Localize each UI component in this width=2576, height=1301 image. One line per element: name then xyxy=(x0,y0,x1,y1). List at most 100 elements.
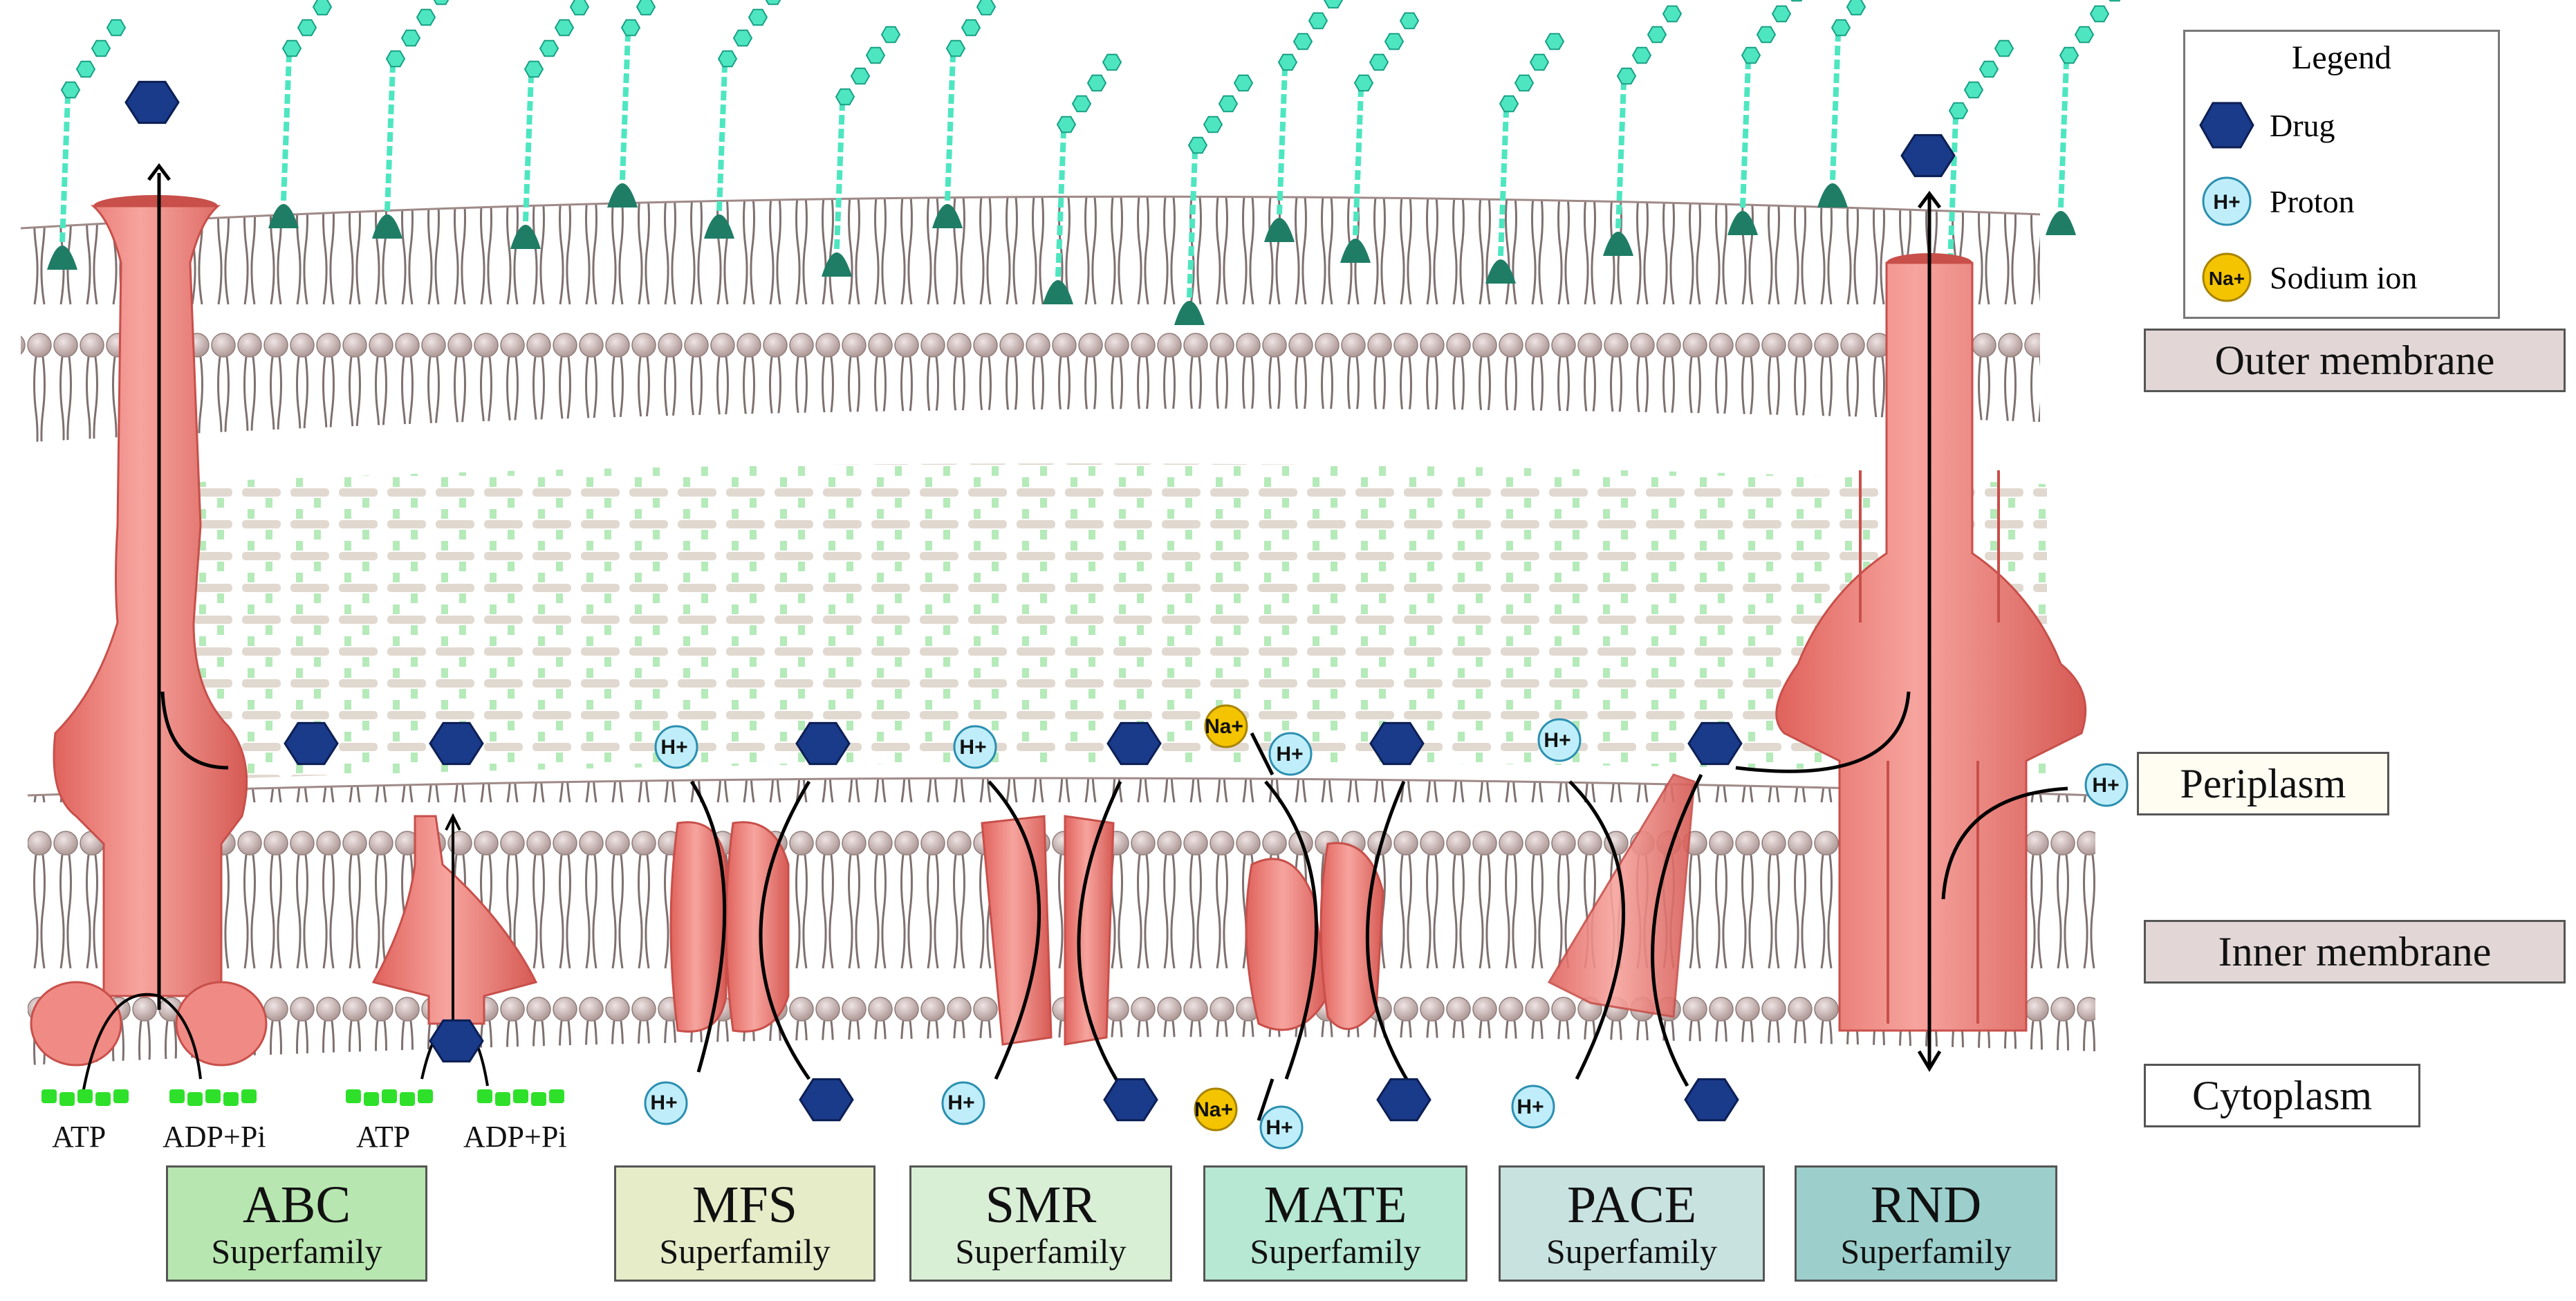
lps-chain xyxy=(268,0,333,228)
drug-molecule xyxy=(1103,1078,1158,1122)
proton-symbol-mfs-bottom: H+ xyxy=(650,1091,677,1114)
outer-membrane-label: Outer membrane xyxy=(2144,329,2566,392)
proton-ion xyxy=(1268,732,1313,776)
atp-molecule xyxy=(113,1089,129,1103)
lps-chain xyxy=(1340,12,1420,263)
proton-ion xyxy=(654,725,698,769)
drug-icon xyxy=(2199,102,2254,149)
mate-pump xyxy=(1245,732,1413,1121)
atp-molecule xyxy=(223,1092,239,1106)
drug-molecule xyxy=(124,80,180,124)
abc-pump xyxy=(371,813,538,1087)
outer-membrane xyxy=(20,195,2041,443)
periplasm-label: Periplasm xyxy=(2137,752,2389,815)
proton-ion xyxy=(953,725,997,769)
abc-tolc-pump xyxy=(30,163,268,1094)
atp-molecule xyxy=(95,1092,111,1106)
atp-molecule xyxy=(169,1089,185,1103)
adp-label-2: ADP+Pi xyxy=(463,1120,567,1154)
lps-chain xyxy=(1727,0,1803,235)
sodium-icon-symbol: Na+ xyxy=(2209,268,2245,289)
sodium-ion xyxy=(1194,1087,1238,1132)
drug-molecule xyxy=(1376,1078,1431,1122)
proton-ion xyxy=(1259,1105,1304,1150)
family-name: PACE xyxy=(1566,1176,1697,1234)
drug-molecule xyxy=(795,721,851,766)
drug-molecule xyxy=(1106,721,1162,766)
proton-ion xyxy=(1511,1085,1555,1129)
lps-chain xyxy=(704,0,781,239)
family-name: ABC xyxy=(242,1176,351,1234)
atp-molecule xyxy=(346,1089,361,1103)
legend-item-proton: H+ Proton xyxy=(2199,167,2355,236)
proton-ion xyxy=(2084,763,2129,807)
family-name: RND xyxy=(1870,1176,1982,1234)
lps-chain xyxy=(2046,0,2121,235)
proton-symbol-smr-top: H+ xyxy=(959,736,986,759)
lps-chain xyxy=(510,0,590,249)
atp-molecule xyxy=(77,1089,93,1103)
lps-chain xyxy=(822,26,901,277)
sodium-symbol-mate-bottom: Na+ xyxy=(1194,1098,1233,1121)
family-subtitle: Superfamily xyxy=(1250,1232,1421,1271)
proton-symbol-rnd: H+ xyxy=(2092,774,2119,797)
atp-molecule xyxy=(205,1089,221,1103)
sodium-symbol-mate-top: Na+ xyxy=(1205,715,1243,738)
pace-pump xyxy=(1547,773,1703,1087)
legend-item-sodium: Na+ Sodium ion xyxy=(2199,243,2417,312)
family-name: SMR xyxy=(985,1176,1097,1234)
lps-chain xyxy=(1043,53,1122,304)
lps-chain xyxy=(372,0,450,239)
legend-label-sodium: Sodium ion xyxy=(2270,259,2418,295)
proton-symbol-mate-top: H+ xyxy=(1276,743,1303,766)
rnd-pump xyxy=(1735,190,2087,1072)
legend-label-proton: Proton xyxy=(2270,183,2355,219)
lps-chain xyxy=(1264,0,1344,242)
lps-chain xyxy=(932,0,997,228)
peptidoglycan-layer xyxy=(152,463,2047,782)
sodium-icon: Na+ xyxy=(2202,252,2252,302)
ion-symbols: H+ H+ H+ H+ Na+ H+ Na+ H+ H+ H+ H+ xyxy=(650,715,2119,1139)
atp-molecule xyxy=(241,1089,257,1103)
atp-molecule xyxy=(59,1092,75,1106)
proton-symbol-mate-bottom: H+ xyxy=(1266,1116,1292,1139)
family-name: MFS xyxy=(692,1176,798,1234)
drug-molecule xyxy=(429,721,484,766)
atp-molecule xyxy=(382,1089,397,1103)
cytoplasm-label: Cytoplasm xyxy=(2144,1064,2420,1127)
inner-membrane-label: Inner membrane xyxy=(2144,920,2566,984)
adp-label-1: ADP+Pi xyxy=(163,1120,266,1154)
atp-molecule xyxy=(418,1089,433,1103)
legend-item-drug: Drug xyxy=(2199,91,2335,160)
proton-ion xyxy=(1537,718,1582,762)
atp-molecule xyxy=(495,1092,510,1106)
atp-molecule xyxy=(400,1092,415,1106)
atp-molecule xyxy=(187,1092,203,1106)
atp-label-1: ATP xyxy=(52,1120,106,1154)
drug-molecule xyxy=(1684,1078,1739,1122)
drug-molecule xyxy=(1687,721,1743,766)
drug-molecule xyxy=(1369,721,1425,766)
proton-ion xyxy=(644,1081,688,1125)
family-subtitle: Superfamily xyxy=(211,1232,382,1271)
legend-title: Legend xyxy=(2292,39,2391,76)
atp-molecule xyxy=(364,1092,379,1106)
proton-icon: H+ xyxy=(2202,176,2252,226)
proton-icon-symbol: H+ xyxy=(2213,191,2240,214)
lps-chain xyxy=(47,19,127,270)
family-subtitle: Superfamily xyxy=(955,1232,1127,1271)
drug-molecule xyxy=(284,721,339,766)
atp-molecule xyxy=(549,1089,564,1103)
proton-symbol-pace-bottom: H+ xyxy=(1517,1096,1544,1118)
family-name: MATE xyxy=(1263,1176,1407,1234)
proton-symbol-mfs-top: H+ xyxy=(660,736,687,759)
proton-symbol-pace-top: H+ xyxy=(1544,729,1570,752)
drug-molecule xyxy=(1900,133,1956,178)
